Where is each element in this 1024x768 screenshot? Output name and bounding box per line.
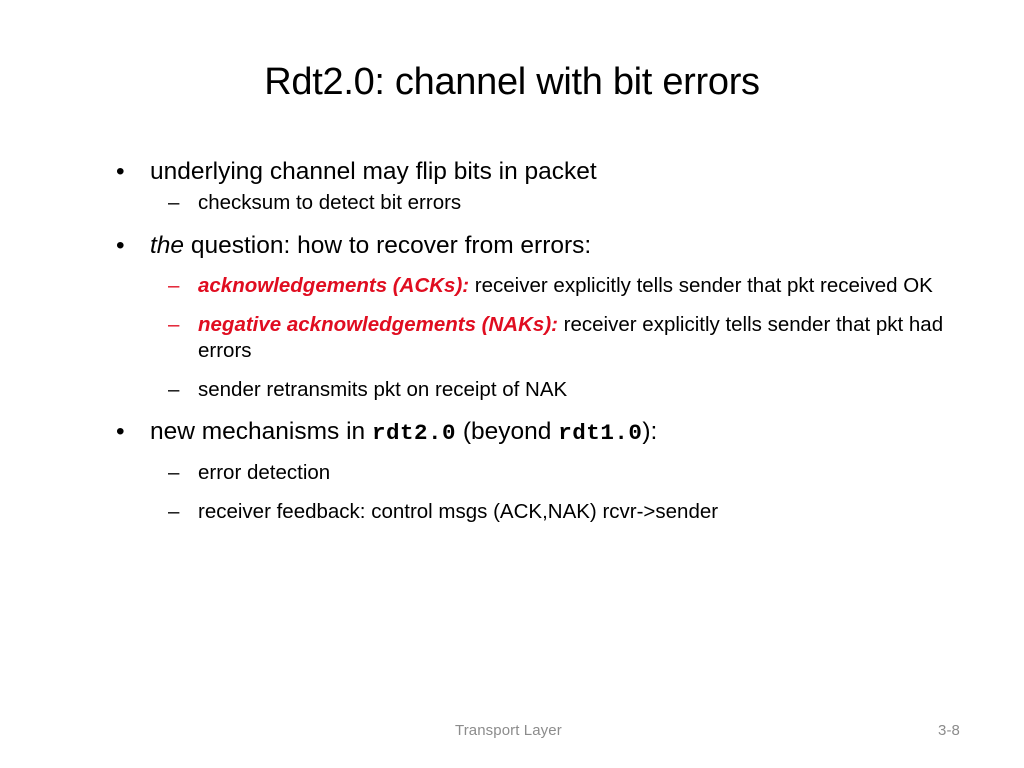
slide-body: • underlying channel may flip bits in pa… xyxy=(110,156,990,525)
sub-bullet-item-2-2-lead: negative acknowledgements (NAKs): xyxy=(198,312,558,336)
sub-bullet-item-3-1-text: error detection xyxy=(198,461,331,485)
bullet-item-3-code-rdt2: rdt2.0 xyxy=(371,420,457,447)
sub-bullet-item-2-3: – sender retransmits pkt on receipt of N… xyxy=(110,377,990,404)
sub-bullet-item-2-1-text: receiver explicitly tells sender that pk… xyxy=(469,273,933,297)
bullet-item-1-text: underlying channel may flip bits in pack… xyxy=(150,158,597,185)
sub-bullet-item-3-1: – error detection xyxy=(110,460,990,487)
sub-bullet-item-1-1-text: checksum to detect bit errors xyxy=(198,191,462,215)
dash-marker-icon: – xyxy=(168,273,180,297)
bullet-item-3-code-rdt1: rdt1.0 xyxy=(558,420,643,447)
sub-bullet-item-2-1-lead: acknowledgements (ACKs): xyxy=(198,273,470,297)
bullet-item-2: • the question: how to recover from erro… xyxy=(110,230,990,261)
bullet-marker-icon: • xyxy=(116,231,125,259)
dash-marker-icon: – xyxy=(168,191,180,215)
dash-marker-icon: – xyxy=(168,461,180,485)
sub-bullet-item-1-1: – checksum to detect bit errors xyxy=(110,190,990,217)
bullet-item-3: • new mechanisms in rdt2.0 (beyond rdt1.… xyxy=(110,416,990,448)
sub-bullet-item-2-1: – acknowledgements (ACKs): receiver expl… xyxy=(110,273,988,300)
bullet-item-2-text: question: how to recover from errors: xyxy=(184,231,592,259)
sub-bullet-item-2-2: – negative acknowledgements (NAKs): rece… xyxy=(110,312,990,365)
sub-bullet-item-2-3-text: sender retransmits pkt on receipt of NAK xyxy=(198,377,568,401)
bullet-item-3-post: ): xyxy=(642,418,658,446)
dash-marker-icon: – xyxy=(168,312,180,336)
bullet-item-3-pre: new mechanisms in xyxy=(150,418,372,446)
sub-bullet-item-2-2-text: receiver explicitly tells sender that pk… xyxy=(198,312,944,363)
footer-label: Transport Layer xyxy=(455,722,562,739)
page-title: Rdt2.0: channel with bit errors xyxy=(264,61,760,103)
sub-bullet-item-3-2-text: receiver feedback: control msgs (ACK,NAK… xyxy=(198,499,719,523)
footer-page-number: 3-8 xyxy=(938,722,960,739)
bullet-item-3-mid: (beyond xyxy=(456,418,559,446)
bullet-marker-icon: • xyxy=(116,158,125,185)
bullet-marker-icon: • xyxy=(116,418,125,446)
bullet-item-2-emphasis: the xyxy=(150,231,185,259)
dash-marker-icon: – xyxy=(168,499,180,523)
sub-bullet-item-3-2: – receiver feedback: control msgs (ACK,N… xyxy=(110,499,990,526)
dash-marker-icon: – xyxy=(168,377,180,401)
bullet-item-1: • underlying channel may flip bits in pa… xyxy=(110,156,990,187)
